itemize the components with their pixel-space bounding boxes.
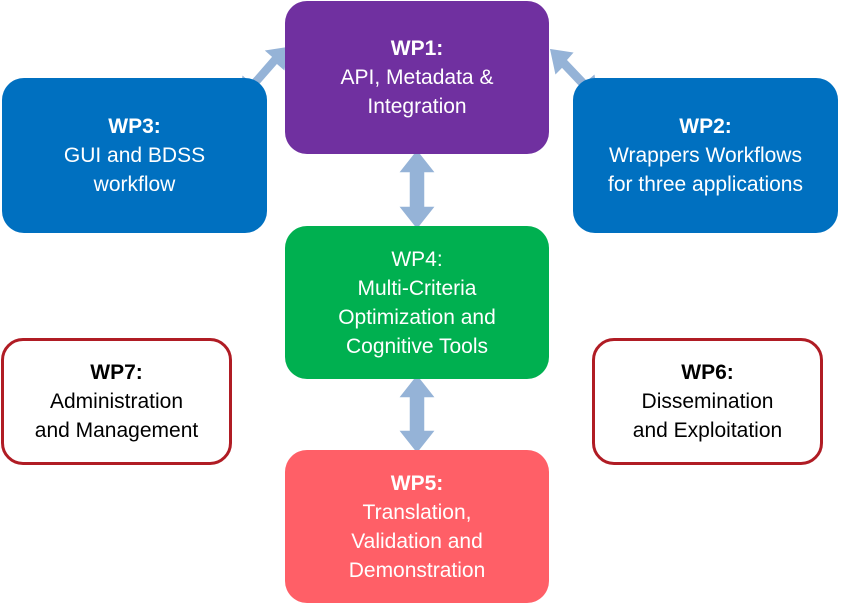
wp4-line: Optimization and [338,305,496,329]
arrow-wp4-wp5 [396,372,438,456]
wp4-title: WP4: [391,247,443,271]
wp5-title: WP5: [390,471,444,495]
wp4-line: Cognitive Tools [345,334,489,358]
wp2-line: Wrappers Workflows [609,144,802,167]
wp6-title: WP6: [681,361,734,384]
wp1-line: API, Metadata & [340,66,494,89]
wp4-line: Multi-Criteria [357,276,477,300]
wp5-box: WP5: Translation, Validation and Demonst… [285,450,549,603]
wp3-line: workflow [93,173,176,196]
wp7-line: and Management [34,419,199,442]
wp3-title: WP3: [108,115,161,138]
wp7-line: Administration [49,390,184,413]
wp1-line: Integration [367,95,467,118]
wp7-box: WP7: Administration and Management [1,338,232,465]
wp6-line: and Exploitation [632,419,783,442]
arrow-wp1-wp4 [396,147,438,232]
wp4-box: WP4: Multi-Criteria Optimization and Cog… [285,226,549,379]
wp7-title: WP7: [90,361,143,384]
wp1-box: WP1: API, Metadata & Integration [285,1,549,154]
wp5-line: Demonstration [348,558,486,582]
wp2-title: WP2: [679,115,732,138]
wp2-box: WP2: Wrappers Workflows for three applic… [573,78,838,233]
wp1-title: WP1: [390,37,444,60]
wp3-box: WP3: GUI and BDSS workflow [2,78,267,233]
wp6-box: WP6: Dissemination and Exploitation [592,338,823,465]
wp6-line: Dissemination [641,390,774,413]
wp5-line: Validation and [351,529,483,553]
wp3-line: GUI and BDSS [63,144,206,167]
wp2-line: for three applications [608,173,803,196]
wp5-line: Translation, [362,500,472,524]
